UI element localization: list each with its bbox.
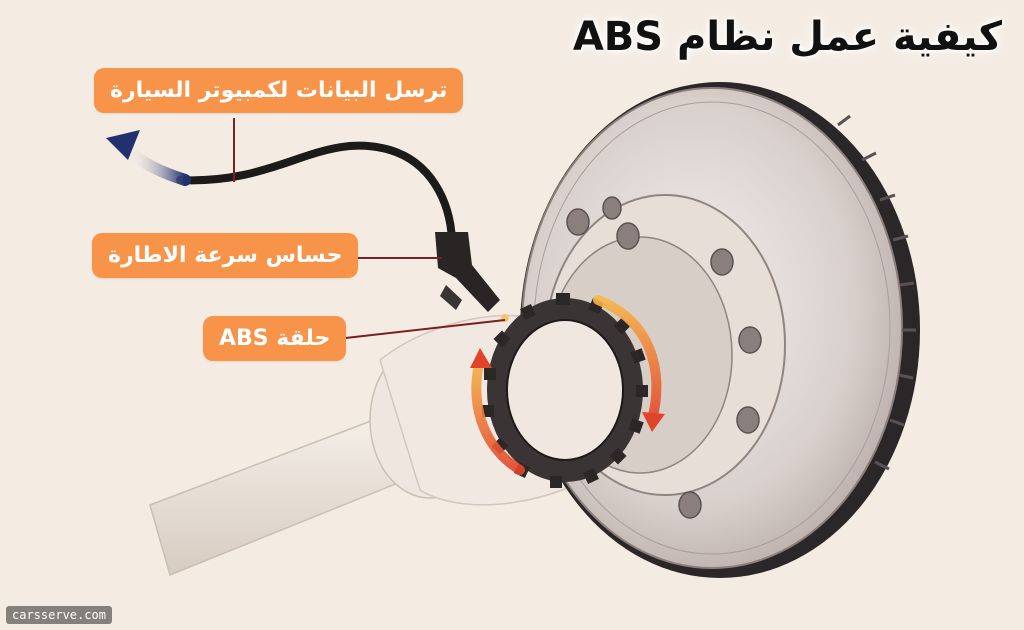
- watermark: carsserve.com: [6, 606, 112, 624]
- lug-holes: [566, 196, 762, 519]
- label-wheel-speed-sensor: حساس سرعة الاطارة: [92, 233, 359, 278]
- label-abs-ring: حلقة ABS: [203, 316, 347, 361]
- leader-lines: [233, 118, 506, 341]
- page-title: كيفية عمل نظام ABS: [572, 14, 1002, 60]
- label-send-data: ترسل البيانات لكمبيوتر السيارة: [94, 68, 464, 113]
- rotation-arrows: [470, 295, 665, 475]
- data-out-arrow: [106, 130, 191, 186]
- abs-tone-ring: [482, 293, 648, 488]
